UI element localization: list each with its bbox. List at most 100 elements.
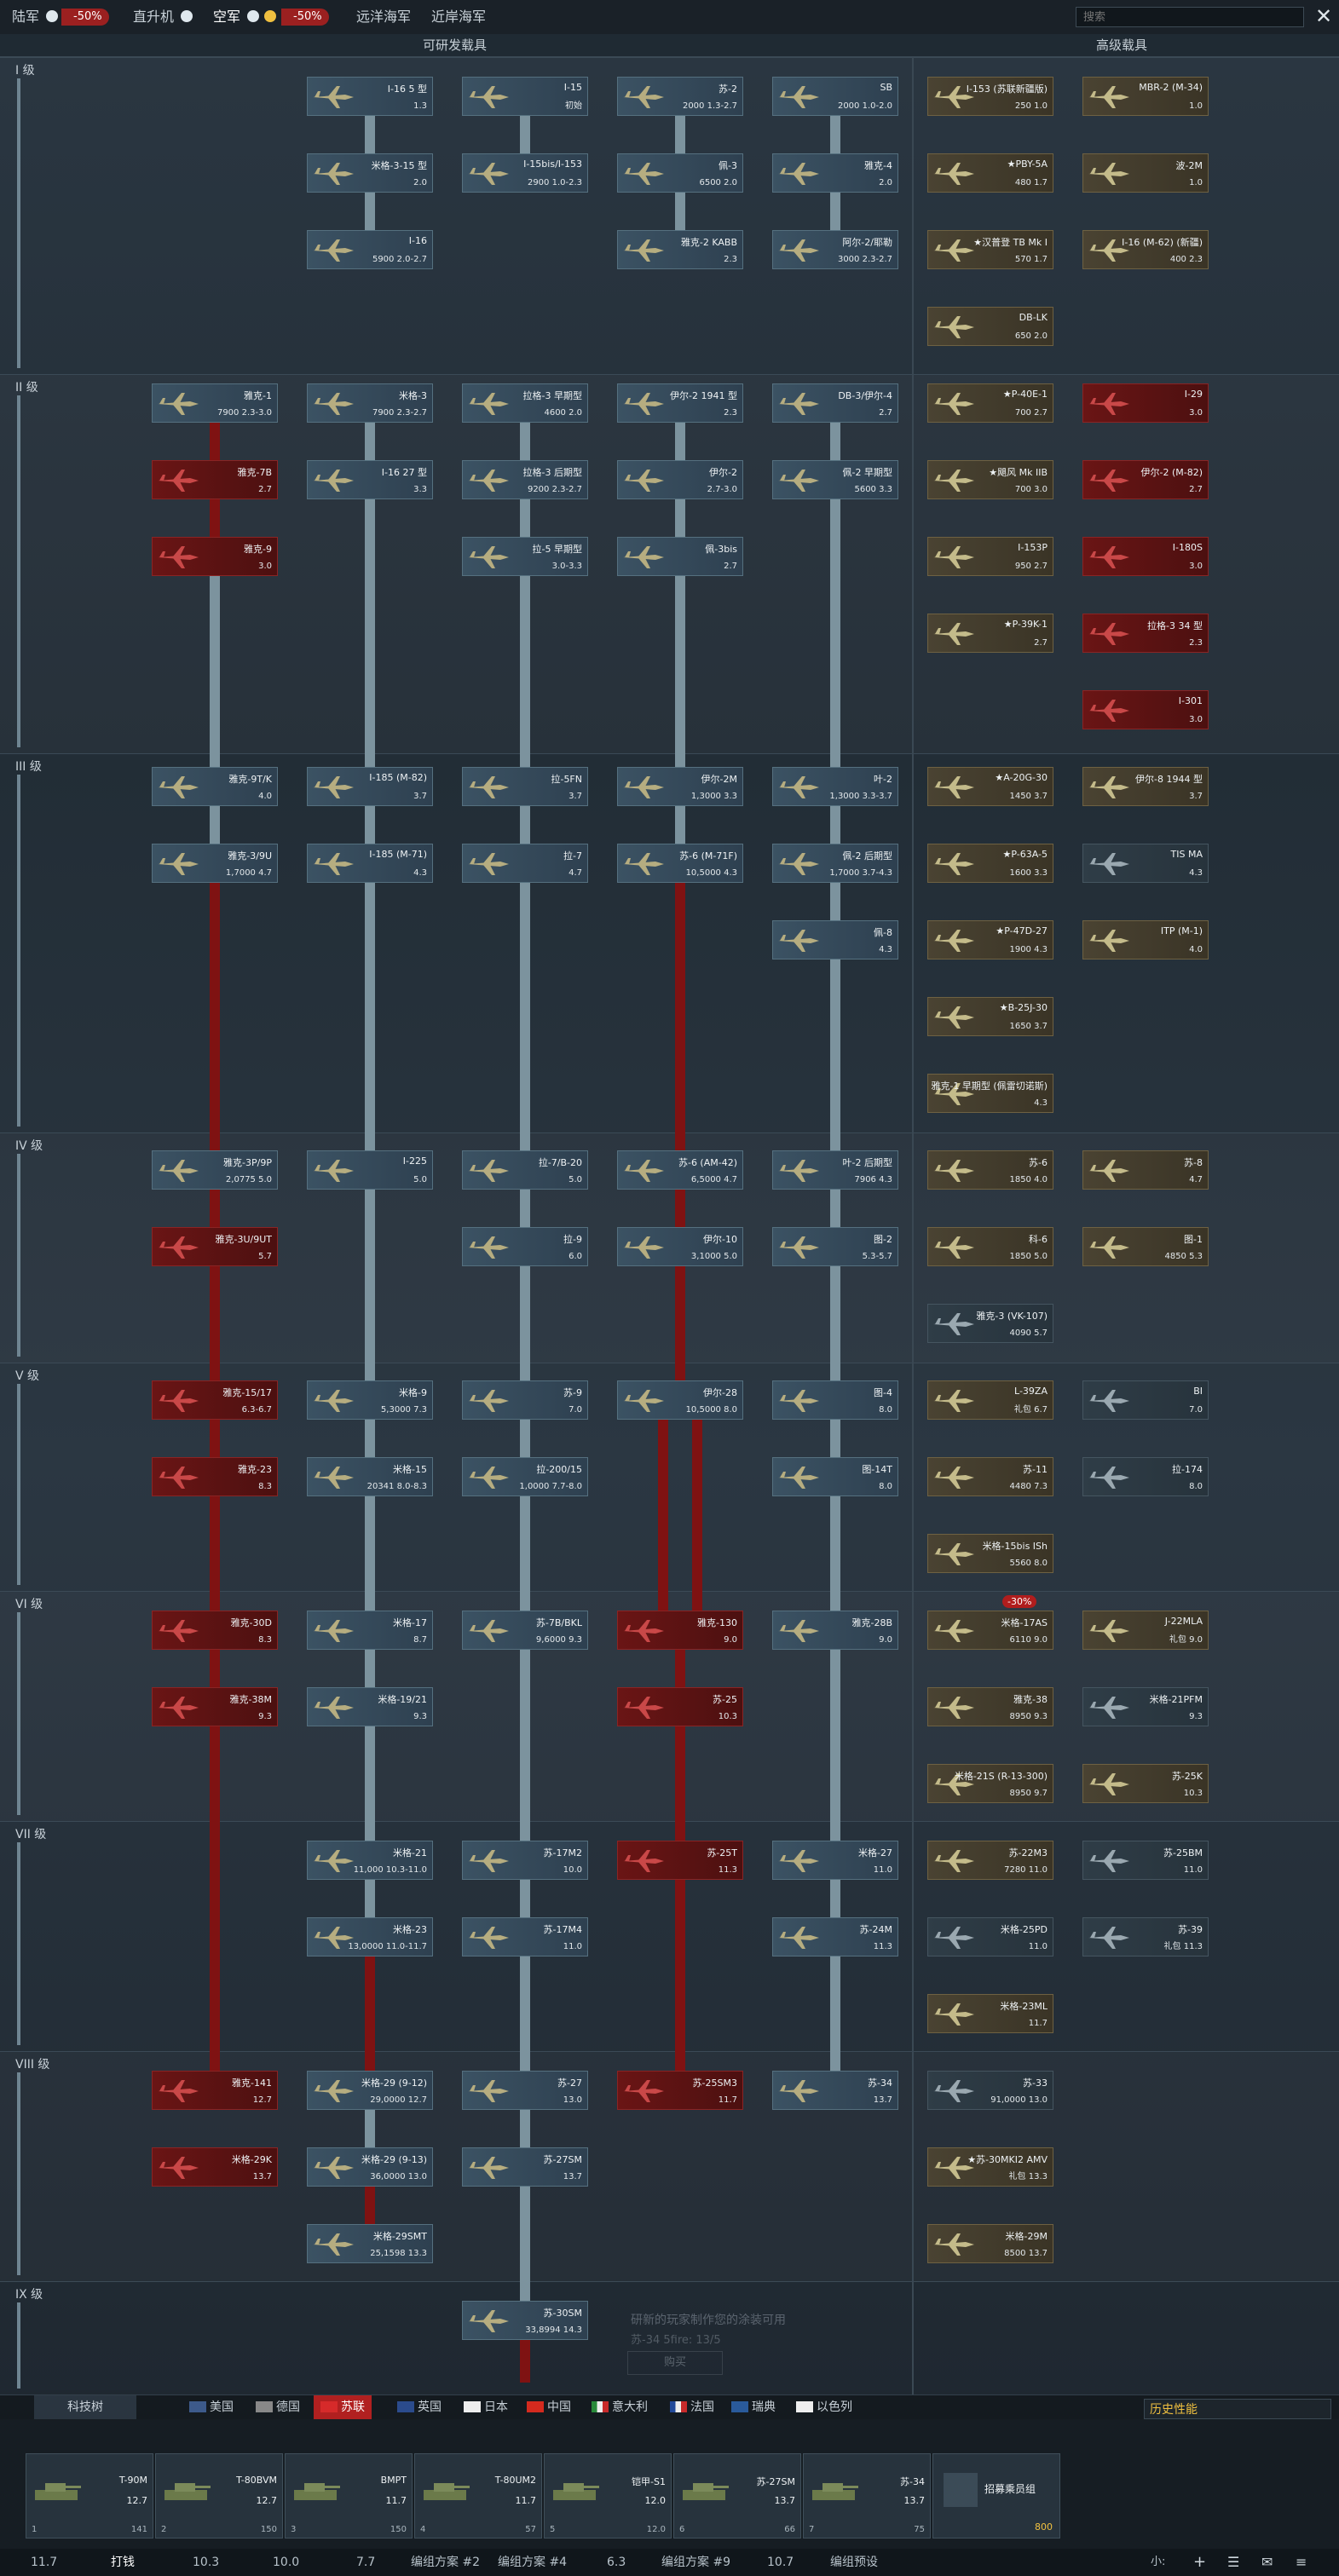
tab-china[interactable]: 中国 — [527, 2395, 571, 2419]
historical-performance-dropdown[interactable]: 历史性能 — [1144, 2399, 1331, 2419]
chat-icon[interactable]: ✉ — [1261, 2554, 1273, 2570]
preset-tab[interactable]: 编组预设 — [830, 2556, 878, 2569]
vehicle-card[interactable]: MBR-2 (M-34)1.0 — [1082, 77, 1209, 116]
tab-tech-tree[interactable]: 科技树 — [34, 2395, 136, 2419]
rank-label[interactable]: I 级 — [15, 64, 35, 78]
vehicle-card[interactable]: I-153 (苏联新疆版)250 1.0 — [927, 77, 1053, 116]
preset-tab[interactable]: 10.3 — [193, 2556, 220, 2569]
tab-aviation[interactable]: 空军 — [213, 0, 241, 36]
vehicle-card[interactable]: 雅克-3 (VK-107)4090 5.7 — [927, 1304, 1053, 1343]
preset-tab[interactable]: 6.3 — [607, 2556, 626, 2569]
close-icon[interactable]: ✕ — [1314, 4, 1333, 28]
vehicle-card[interactable]: I-185 (M-71)4.3 — [307, 844, 433, 883]
preset-tab[interactable]: 打钱 — [111, 2556, 135, 2569]
preset-tab[interactable]: 10.7 — [767, 2556, 794, 2569]
search-input[interactable] — [1076, 7, 1304, 27]
plus-icon[interactable]: + — [1193, 2553, 1207, 2571]
tab-israel[interactable]: 以色列 — [796, 2395, 852, 2419]
recruit-crew-slot[interactable]: 招募乘员组 800 — [932, 2453, 1060, 2539]
vehicle-card[interactable]: 苏-6 (M-71F)10,5000 4.3 — [617, 844, 743, 883]
tab-bluewater-fleet[interactable]: 远洋海军 — [356, 9, 412, 25]
rank-label[interactable]: VIII 级 — [15, 2058, 50, 2072]
vehicle-card[interactable]: I-185 (M-82)3.7 — [307, 767, 433, 806]
rank-label[interactable]: III 级 — [15, 760, 42, 774]
tab-italy[interactable]: 意大利 — [592, 2395, 648, 2419]
vehicle-card[interactable]: 苏-6 (AM-42)6,5000 4.7 — [617, 1150, 743, 1190]
tab-coastal-fleet[interactable]: 近岸海军 — [431, 9, 487, 25]
vehicle-card[interactable]: 雅克-1 早期型 (佩雷切诺斯)4.3 — [927, 1074, 1053, 1113]
tab-helicopters[interactable]: 直升机 — [133, 9, 175, 25]
preset-tab[interactable]: 7.7 — [356, 2556, 376, 2569]
preset-tab[interactable]: 编组方案 #9 — [661, 2556, 731, 2569]
tab-ussr[interactable]: 苏联 — [314, 2395, 372, 2419]
vehicle-card[interactable]: 米格-29 (9-12)29,0000 12.7 — [307, 2071, 433, 2110]
tab-ground[interactable]: 陆军 — [12, 9, 40, 25]
preset-tab[interactable]: 编组方案 #2 — [411, 2556, 481, 2569]
